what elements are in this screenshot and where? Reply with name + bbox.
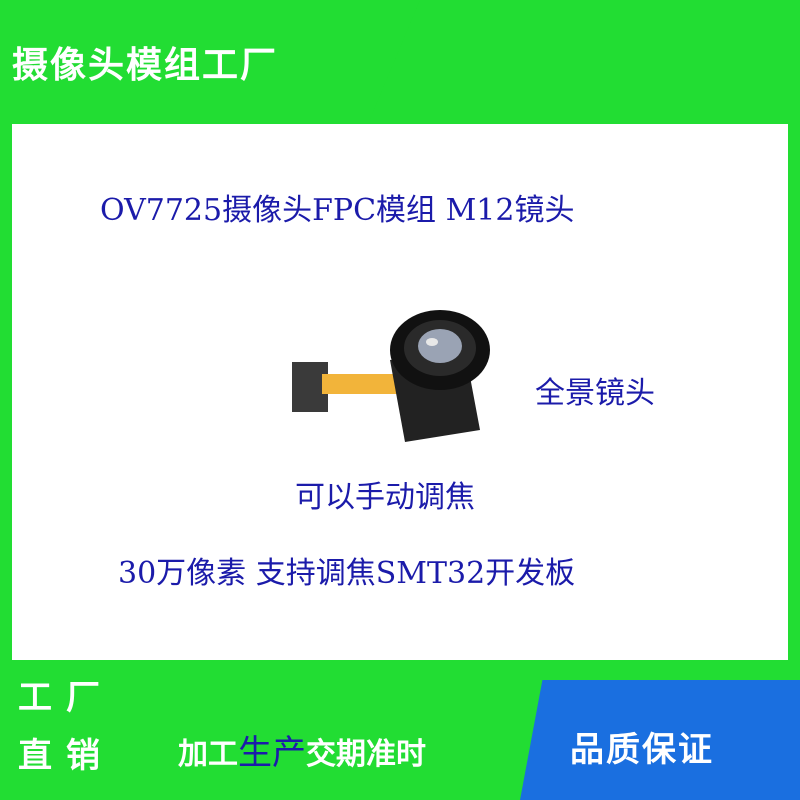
footer-right-text: 品质保证 <box>570 730 714 770</box>
footer-mid-text: 加工生产交期准时 <box>178 725 426 774</box>
top-banner <box>0 0 420 120</box>
product-headline: OV7725摄像头FPC模组 M12镜头 <box>100 193 575 228</box>
footer-left-line1: 工厂 <box>18 678 114 718</box>
banner-title: 摄像头模组工厂 <box>12 45 279 86</box>
caption-manual-focus: 可以手动调焦 <box>295 480 475 515</box>
lens-glass <box>418 329 462 363</box>
footer-left-block <box>0 660 160 800</box>
footer-mid-prefix: 加工 <box>178 737 238 772</box>
footer-mid-suffix: 交期准时 <box>306 737 426 772</box>
footer-mid-highlight: 生产 <box>238 733 306 773</box>
caption-panoramic: 全景镜头 <box>535 376 655 411</box>
lens-highlight <box>426 338 438 346</box>
footer-mid-block <box>160 712 540 800</box>
camera-module-image <box>292 310 490 442</box>
footer-left-line2: 直销 <box>18 736 114 776</box>
flex-cable <box>322 374 410 394</box>
caption-spec: 30万像素 支持调焦SMT32开发板 <box>118 556 576 591</box>
footer-right-block <box>520 680 800 800</box>
